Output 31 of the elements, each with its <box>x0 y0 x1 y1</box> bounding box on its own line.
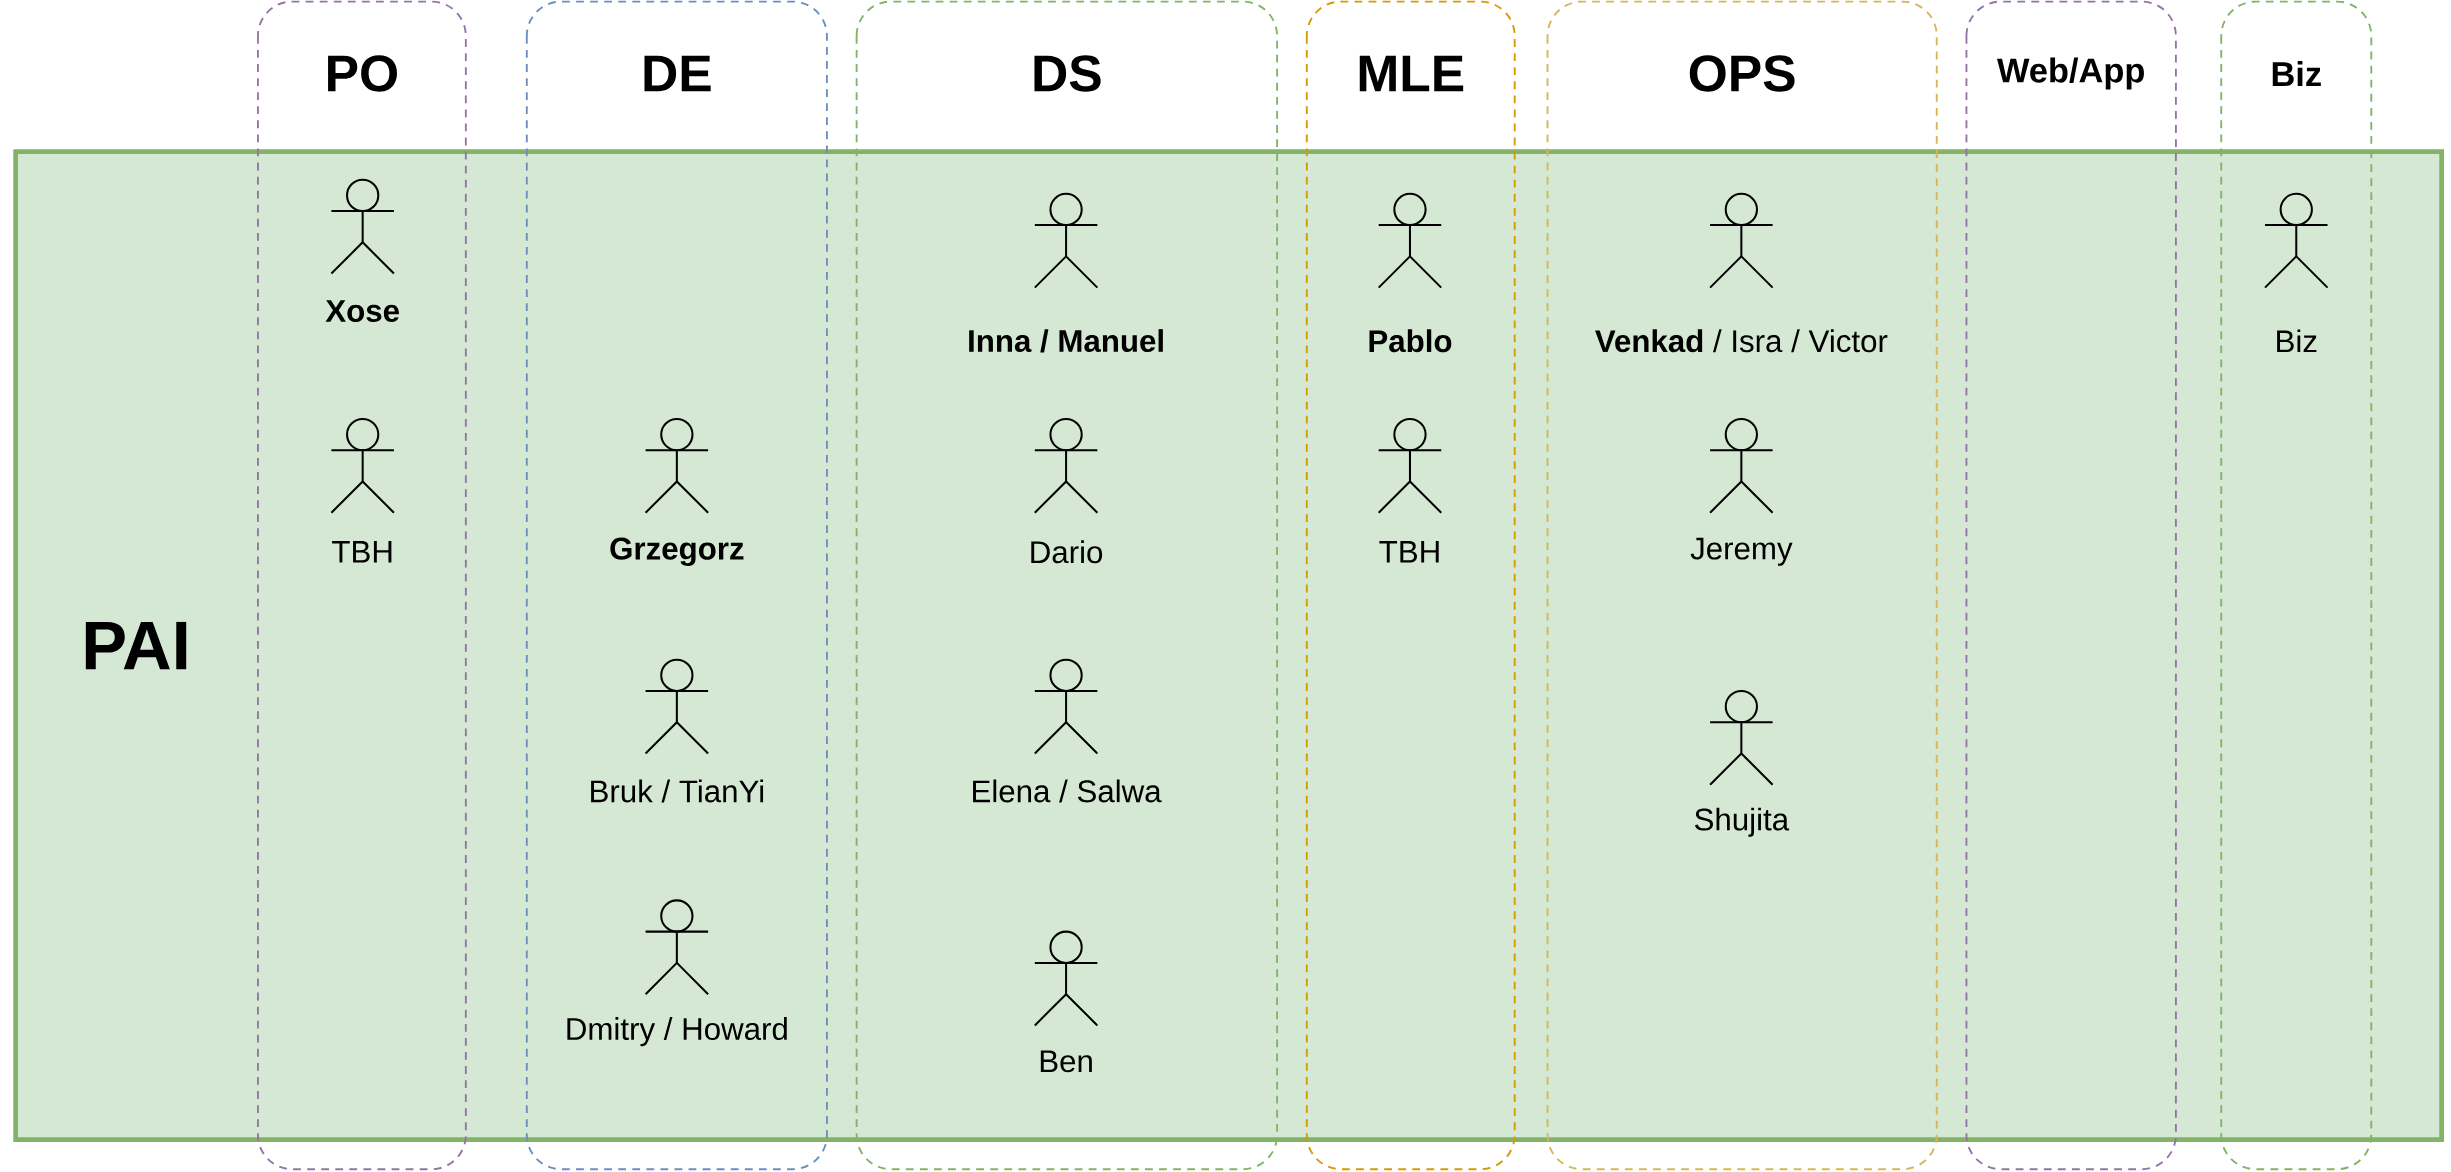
actor: Xose <box>325 178 399 322</box>
node-label: Ben <box>1040 1050 1092 1073</box>
node-label: TBH <box>1379 540 1439 563</box>
node-label: Dmitry / Howard <box>567 1016 787 1047</box>
team-column: Web/App <box>1965 0 2177 1170</box>
actor: Grzegorz <box>610 417 744 566</box>
node-label: Elena / Salwa <box>973 779 1162 803</box>
node-label: Pablo <box>1369 329 1452 353</box>
actor: Dario <box>1031 417 1103 564</box>
node-label: Venkad / Isra / Victor <box>1595 329 1888 353</box>
actor: TBH <box>1378 417 1442 563</box>
node-label: Inna / Manuel <box>969 328 1163 353</box>
actor: Venkad / Isra / Victor <box>1595 192 1888 353</box>
node-label: Grzegorz <box>610 537 744 566</box>
actor: TBH <box>330 417 395 563</box>
node-label: Xose <box>325 300 399 322</box>
actor: Jeremy <box>1690 417 1793 566</box>
node-label: TBH <box>332 540 392 563</box>
node-label: Dario <box>1031 540 1103 564</box>
actor: Shujita <box>1695 689 1790 837</box>
actor: Biz <box>2264 192 2329 352</box>
actor: Inna / Manuel <box>969 192 1163 353</box>
actor: Elena / Salwa <box>973 658 1162 803</box>
actor: Pablo <box>1369 192 1452 353</box>
node-label: Jeremy <box>1690 537 1793 566</box>
actor: Ben <box>1034 930 1099 1073</box>
actor: Bruk / TianYi <box>591 658 764 803</box>
node-label: Bruk / TianYi <box>591 779 764 803</box>
node-label: Shujita <box>1694 807 1790 837</box>
node-label: Biz <box>2277 329 2317 352</box>
actor: Dmitry / Howard <box>567 899 787 1047</box>
